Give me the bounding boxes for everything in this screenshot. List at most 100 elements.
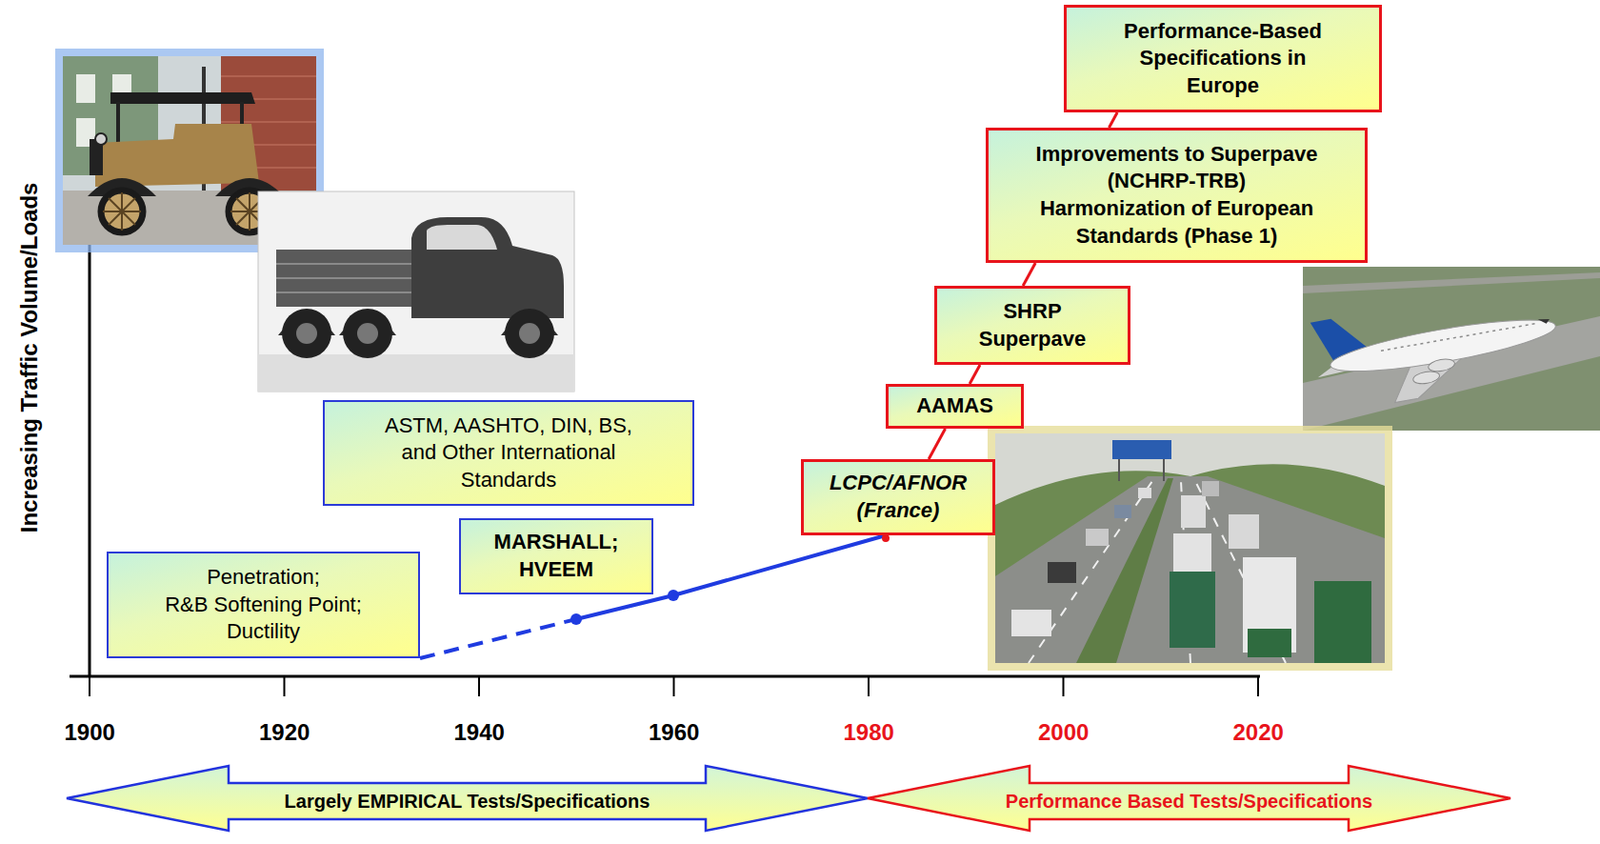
tick-label: 2020	[1233, 719, 1284, 747]
truck-photo	[258, 354, 575, 392]
highway-photo	[1228, 514, 1260, 549]
airplane-photo	[1412, 369, 1441, 386]
truck-photo	[504, 308, 555, 359]
tick-label: 1940	[454, 719, 505, 747]
car-photo	[100, 190, 143, 233]
axis-title: Increasing Traffic Volume/Loads	[16, 181, 44, 533]
car-photo	[108, 198, 136, 225]
timeline-line	[1108, 112, 1118, 128]
node-text: Performance Based Tests/Specifications	[1005, 788, 1373, 814]
truck-photo	[342, 308, 393, 359]
axis-tick	[283, 676, 286, 697]
truck-photo	[276, 263, 420, 293]
truck-photo	[357, 322, 379, 344]
node-text: Penetration;	[206, 563, 320, 592]
milestone-box: SHRP Superpave	[934, 285, 1131, 365]
tick-label: 2000	[1038, 719, 1089, 747]
highway-photo	[995, 476, 1385, 663]
highway-photo	[1314, 580, 1372, 663]
car-photo	[110, 92, 256, 104]
highway-photo	[1201, 480, 1220, 497]
highway-photo	[1047, 561, 1077, 583]
timeline-line	[1022, 262, 1036, 286]
highway-photo	[1114, 504, 1132, 519]
highway-photo	[1085, 528, 1109, 546]
node-text: AAMAS	[916, 392, 994, 420]
standards-box: ASTM, AASHTO, DIN, BS, and Other Interna…	[322, 400, 695, 506]
truck-photo	[258, 191, 575, 392]
car-photo	[95, 123, 260, 187]
era-arrow: Largely EMPIRICAL Tests/Specifications	[66, 764, 868, 832]
car-photo	[95, 133, 107, 145]
axis-tick	[1062, 676, 1065, 697]
axis-tick	[88, 676, 91, 697]
node-text: SHRP Superpave	[965, 298, 1100, 353]
highway-photo	[1162, 459, 1165, 481]
airplane-photo	[1427, 357, 1457, 374]
truck-photo	[276, 249, 420, 307]
tick-label: 1900	[64, 719, 116, 747]
highway-photo	[1011, 609, 1052, 637]
axis-tick	[673, 676, 676, 697]
truck-photo	[258, 191, 575, 392]
airplane-photo	[1327, 309, 1559, 381]
method-box: MARSHALL;HVEEM	[459, 518, 654, 595]
car-photo	[220, 120, 317, 123]
timeline-dot	[881, 534, 890, 542]
node-text: Largely EMPIRICAL Tests/Specifications	[284, 788, 651, 814]
node-text: LCPC/AFNOR (France)	[813, 469, 983, 524]
truck-photo	[411, 217, 564, 319]
truck-photo	[276, 291, 420, 294]
airplane-photo	[1302, 266, 1600, 431]
timeline-dot	[667, 589, 680, 601]
node-text: Ductility	[226, 618, 300, 646]
airplane-photo	[1302, 266, 1600, 431]
airplane-photo	[1308, 280, 1564, 416]
car-photo	[108, 198, 136, 225]
node-text: HVEEM	[519, 556, 594, 584]
airplane-photo	[1380, 323, 1536, 352]
highway-photo	[1180, 495, 1206, 528]
axis-tick	[1257, 676, 1260, 697]
axis-tick	[867, 676, 870, 697]
timeline-line	[969, 364, 980, 384]
node-text: R&B Softening Point;	[164, 591, 362, 620]
car-photo	[116, 101, 120, 148]
axis-tick	[89, 676, 1259, 697]
car-photo	[102, 192, 269, 231]
highway-photo	[995, 433, 1385, 663]
car-photo	[220, 75, 317, 78]
node-text: ASTM, AASHTO, DIN, BS, and Other Interna…	[378, 412, 640, 495]
tick-label: 1980	[843, 719, 895, 747]
highway-photo	[991, 429, 1389, 667]
milestone-box: Performance-Based Specifications in Euro…	[1063, 4, 1382, 113]
highway-photo	[1138, 487, 1152, 499]
car-photo	[76, 74, 96, 103]
truck-photo	[519, 322, 540, 344]
airplane-photo	[1538, 317, 1551, 325]
y-axis	[88, 244, 92, 678]
truck-photo	[276, 277, 420, 280]
tick-label: 1920	[259, 719, 310, 747]
x-axis	[69, 675, 1260, 679]
node-text: MARSHALL;	[494, 528, 620, 557]
highway-photo	[1112, 440, 1172, 460]
truck-photo	[426, 224, 498, 250]
highway-photo	[1247, 628, 1292, 658]
truck-photo	[281, 308, 332, 359]
axis-tick	[478, 676, 480, 697]
double-arrow-shape	[867, 765, 1511, 831]
era-box: Penetration;R&B Softening Point;Ductilit…	[106, 551, 420, 659]
era-arrow: Performance Based Tests/Specifications	[867, 764, 1511, 832]
milestone-box: LCPC/AFNOR (France)	[800, 459, 996, 536]
truck-photo	[276, 262, 420, 265]
node-text: Harmonization of European Standards (Pha…	[1029, 195, 1325, 250]
highway-photo	[1169, 571, 1216, 648]
truck-photo	[296, 322, 318, 344]
tick-label: 1960	[648, 719, 700, 747]
highway-photo	[1118, 459, 1120, 481]
